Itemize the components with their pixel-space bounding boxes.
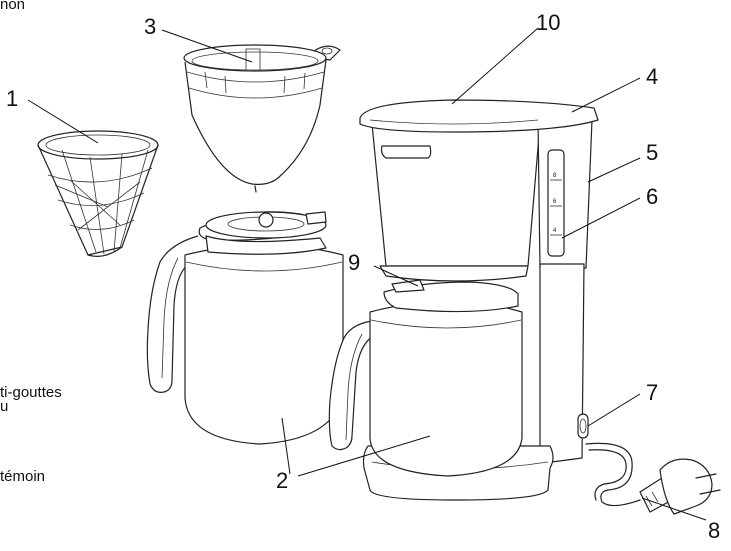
leader-lines bbox=[27, 27, 707, 521]
window-mark-8: 8 bbox=[553, 173, 557, 179]
label-3: 3 bbox=[144, 14, 156, 39]
label-8: 8 bbox=[708, 518, 720, 543]
label-1: 1 bbox=[6, 86, 18, 111]
legend-fragments: non ti-gouttes u témoin bbox=[0, 0, 62, 485]
fragment-top-left: non bbox=[0, 0, 25, 13]
filter-holder bbox=[183, 44, 341, 193]
label-4: 4 bbox=[646, 64, 658, 89]
window-mark-4: 4 bbox=[553, 228, 557, 234]
permanent-filter bbox=[37, 130, 159, 257]
window-mark-6: 6 bbox=[553, 199, 557, 205]
fragment-side-1: ti-gouttes bbox=[0, 384, 62, 401]
power-cord-plug bbox=[585, 442, 721, 515]
label-9: 9 bbox=[348, 250, 360, 275]
label-5: 5 bbox=[646, 140, 658, 165]
label-2: 2 bbox=[276, 468, 288, 493]
label-7: 7 bbox=[646, 380, 658, 405]
fragment-side-2: u bbox=[0, 398, 8, 415]
label-10: 10 bbox=[536, 10, 560, 35]
fragment-side-3: témoin bbox=[0, 468, 45, 485]
label-6: 6 bbox=[646, 184, 658, 209]
thermal-jug-on-base bbox=[328, 279, 523, 477]
thermal-jug-standalone bbox=[146, 211, 344, 445]
part-labels: 1 2 3 4 5 6 7 8 9 10 bbox=[6, 10, 720, 543]
